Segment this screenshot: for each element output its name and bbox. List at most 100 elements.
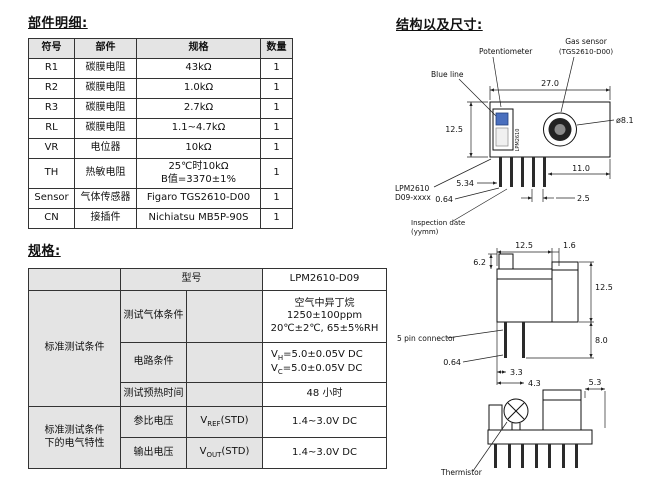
blank-cell (186, 290, 263, 343)
part-name: 碳膜电阻 (74, 58, 137, 79)
part-name: 气体传感器 (74, 188, 137, 209)
dim-pin-offset-1: 3.3 (510, 368, 523, 377)
part-qty: 1 (260, 188, 293, 209)
vout-symbol: VOUT(STD) (186, 437, 263, 469)
part-name: 电位器 (74, 138, 137, 159)
gas-sensor-model-label: (TGS2610-D00) (559, 48, 614, 56)
top-view-pins (499, 157, 546, 187)
parts-header-row: 符号 部件 规格 数量 (28, 38, 293, 59)
part-qty: 1 (260, 98, 293, 119)
part-spec: Figaro TGS2610-D00 (136, 188, 261, 209)
blue-line-part (495, 112, 509, 126)
part-qty: 1 (260, 158, 293, 189)
part-spec: 43kΩ (136, 58, 261, 79)
spec-line-1: 25℃时10kΩ (168, 161, 229, 172)
potentiometer-label: Potentiometer (479, 47, 533, 56)
table-row: Sensor 气体传感器 Figaro TGS2610-D00 1 (28, 188, 293, 209)
part-spec: 1.0kΩ (136, 78, 261, 99)
part-qty: 1 (260, 58, 293, 79)
model-value: LPM2610-D09 (262, 268, 387, 291)
vref-symbol: VREF(STD) (186, 406, 263, 438)
col-header-symbol: 符号 (28, 38, 75, 59)
parts-title: 部件明细: (28, 16, 88, 31)
part-qty: 1 (260, 118, 293, 139)
part-symbol: R2 (28, 78, 75, 99)
blank-cell (186, 342, 263, 383)
marking-line-2: D09-xxxx (395, 193, 431, 202)
circuit-condition-label: 电路条件 (120, 342, 187, 383)
inspection-date-format: (yymm) (411, 228, 439, 236)
specs-title: 规格: (28, 244, 61, 259)
col-header-spec: 规格 (136, 38, 261, 59)
thermistor-circle (503, 398, 529, 424)
table-row: 标准测试条件 测试气体条件 空气中异丁烷 1250±100ppm 20℃±2℃,… (28, 290, 387, 407)
part-spec: 2.7kΩ (136, 98, 261, 119)
marking-line-1: LPM2610 (395, 184, 429, 193)
preheat-label: 测试预热时间 (120, 382, 187, 407)
circuit-condition-value: VH=5.0±0.05V DC VC=5.0±0.05V DC (262, 342, 387, 383)
part-qty: 1 (260, 78, 293, 99)
device-body (489, 101, 611, 158)
side-view-pins (504, 322, 525, 358)
part-symbol: R3 (28, 98, 75, 119)
spec-line-2: B值=3370±1% (161, 173, 236, 185)
table-row: RL 碳膜电阻 1.1~4.7kΩ 1 (28, 118, 293, 139)
output-voltage-value: 1.4~3.0V DC (262, 437, 387, 469)
part-symbol: CN (28, 208, 75, 229)
table-row: 输出电压 VOUT(STD) 1.4~3.0V DC (29, 437, 387, 469)
dim-cap: 1.6 (563, 241, 576, 250)
table-row: 标准测试条件 下的电气特性 参比电压 VREF(STD) 1.4~3.0V DC (28, 406, 387, 469)
gas-sensor-outline (543, 112, 577, 147)
reference-voltage-label: 参比电压 (120, 406, 187, 438)
reference-voltage-value: 1.4~3.0V DC (262, 406, 387, 438)
device-marking-text: LPM2610 (515, 129, 521, 152)
part-spec: 10kΩ (136, 138, 261, 159)
dim-pin-offset-2: 4.3 (528, 379, 541, 388)
side-body (496, 268, 553, 323)
potentiometer-part (492, 108, 514, 151)
table-row: TH 热敏电阻 25℃时10kΩ B值=3370±1% 1 (28, 158, 293, 189)
inspection-date-label: Inspection date (411, 219, 465, 227)
gas-condition-label: 测试气体条件 (120, 290, 187, 343)
gas-value-line-3: 20℃±2℃, 65±5%RH (270, 322, 379, 334)
thermistor-label: Thermistor (440, 468, 483, 477)
part-name: 碳膜电阻 (74, 78, 137, 99)
part-symbol: VR (28, 138, 75, 159)
dim-diameter: ø8.1 (616, 116, 634, 125)
dim-top-width: 12.5 (515, 241, 533, 250)
preheat-value: 48 小时 (262, 382, 387, 407)
part-qty: 1 (260, 138, 293, 159)
part-symbol: Sensor (28, 188, 75, 209)
specs-section: 规格: 型号 LPM2610-D09 标准测试条件 测试气体条件 空气中异丁烷 … (28, 240, 387, 469)
dim-pin-pitch: 2.5 (577, 194, 590, 203)
table-row: 测试预热时间 48 小时 (29, 382, 387, 407)
part-name: 碳膜电阻 (74, 118, 137, 139)
dim-height: 12.5 (445, 125, 463, 134)
front-pot (488, 404, 503, 431)
elec-label-line-1: 标准测试条件 (44, 425, 105, 436)
dim-pin-span: 5.34 (456, 179, 474, 188)
part-name: 热敏电阻 (74, 158, 137, 189)
vh-line: VH=5.0±0.05V DC (271, 348, 363, 362)
dim-width: 27.0 (541, 79, 559, 88)
output-voltage-label: 输出电压 (120, 437, 187, 469)
table-row: 电路条件 VH=5.0±0.05V DC VC=5.0±0.05V DC (29, 342, 387, 383)
col-header-part: 部件 (74, 38, 137, 59)
part-symbol: R1 (28, 58, 75, 79)
dim-can-height: 12.5 (595, 283, 613, 292)
blue-line-label: Blue line (431, 70, 464, 79)
part-name: 接插件 (74, 208, 137, 229)
part-spec: 1.1~4.7kΩ (136, 118, 261, 139)
dim-overhang: 5.3 (589, 378, 602, 387)
gas-condition-value: 空气中异丁烷 1250±100ppm 20℃±2℃, 65±5%RH (262, 290, 387, 343)
table-row: VR 电位器 10kΩ 1 (28, 138, 293, 159)
gas-value-line-2: 1250±100ppm (286, 310, 363, 322)
dim-pin-width: 0.64 (435, 195, 453, 204)
pot-detail (495, 127, 509, 147)
parts-table: 符号 部件 规格 数量 R1 碳膜电阻 43kΩ 1 R2 碳膜电阻 1.0kΩ (28, 38, 293, 229)
connector-label: 5 pin connector (397, 334, 457, 343)
front-view-pins (494, 444, 578, 468)
structure-drawing: Potentiometer Gas sensor (TGS2610-D00) B… (395, 37, 634, 477)
vc-line: VC=5.0±0.05V DC (271, 362, 363, 376)
